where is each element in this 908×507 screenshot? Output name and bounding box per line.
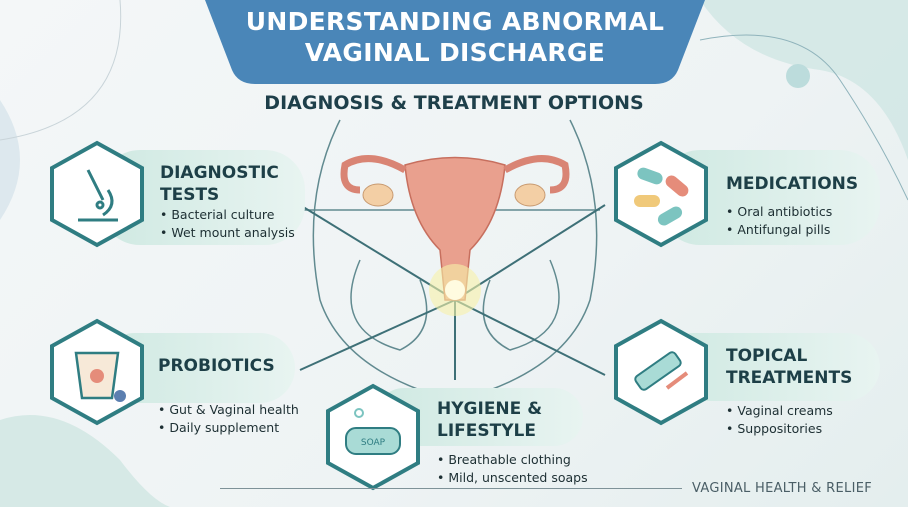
footer-divider — [220, 488, 682, 489]
list-item: Mild, unscented soaps — [437, 469, 587, 487]
diagnostic-title-2: TESTS — [160, 185, 220, 205]
title-banner — [205, 0, 705, 84]
soap-icon: SOAP — [326, 383, 420, 491]
list-item: Vaginal creams — [726, 402, 832, 420]
cream-tube-icon — [614, 318, 708, 426]
hygiene-title-2: LIFESTYLE — [437, 421, 536, 441]
soap-label: SOAP — [361, 438, 386, 448]
topical-title-2: TREATMENTS — [726, 368, 853, 388]
medications-title: MEDICATIONS — [726, 174, 859, 194]
list-item: Gut & Vaginal health — [158, 401, 298, 419]
page-title: UNDERSTANDING ABNORMAL VAGINAL DISCHARGE — [205, 6, 705, 68]
list-item: Oral antibiotics — [726, 203, 832, 221]
microscope-icon — [50, 140, 144, 248]
list-item: Suppositories — [726, 420, 833, 438]
topical-title-1: TOPICAL — [726, 346, 808, 366]
yogurt-icon — [50, 318, 144, 426]
uterus-illustration — [340, 155, 570, 316]
hygiene-title-1: HYGIENE & — [437, 399, 543, 419]
subtitle: DIAGNOSIS & TREATMENT OPTIONS — [264, 92, 644, 114]
probiotics-title: PROBIOTICS — [158, 356, 275, 376]
footer-text: VAGINAL HEALTH & RELIEF — [692, 481, 872, 496]
title-line-2: VAGINAL DISCHARGE — [304, 38, 606, 67]
diagnostic-title-1: DIAGNOSTIC — [160, 163, 279, 183]
list-item: Breathable clothing — [437, 451, 588, 469]
list-item: Daily supplement — [158, 419, 299, 437]
pills-icon — [614, 140, 708, 248]
title-line-1: UNDERSTANDING ABNORMAL — [245, 7, 665, 36]
list-item: Wet mount analysis — [160, 224, 294, 242]
list-item: Antifungal pills — [726, 221, 832, 239]
list-item: Bacterial culture — [160, 206, 295, 224]
